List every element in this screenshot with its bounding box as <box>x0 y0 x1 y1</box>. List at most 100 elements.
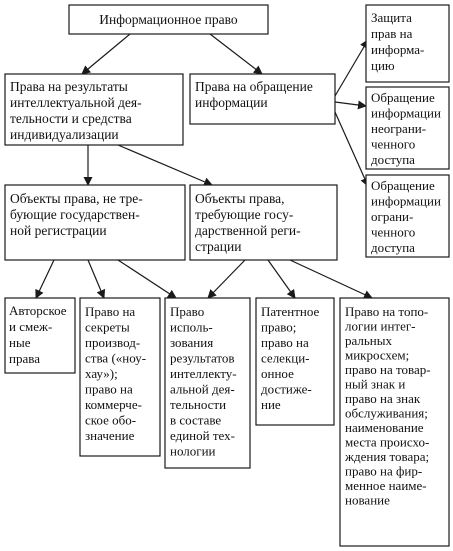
arrow-left-to-reg <box>117 144 213 187</box>
node-box <box>365 174 450 258</box>
text-line: доступа <box>371 240 415 255</box>
text-line: единой тех- <box>170 428 235 443</box>
arrow-noreg-to-author <box>35 259 55 299</box>
connectors <box>35 33 373 299</box>
node-text: Право исполь- зования результатов интелл… <box>170 304 240 459</box>
node-text: Обращение информации неограни- ченного д… <box>371 90 444 167</box>
text-line: информации <box>195 95 268 110</box>
text-line: ченного <box>371 225 415 240</box>
text-line: Патентное <box>261 304 320 319</box>
node-text: Права на обращение информации <box>195 79 316 110</box>
text-line: секреты <box>85 320 130 335</box>
text-line: неограни- <box>371 121 426 136</box>
node-box <box>365 86 450 170</box>
text-line: ждения товара; <box>344 449 429 464</box>
text-line: Объекты права, не тре- <box>10 191 143 206</box>
text-line: ральных <box>345 333 392 348</box>
node-trade-secrets-and-commercial-designation: Право на секреты производ- ства («ноу- х… <box>79 297 161 457</box>
text-line: коммерче- <box>85 397 142 412</box>
text-line: прав на <box>371 26 413 41</box>
text-line: интеллектуальной дея- <box>10 95 142 110</box>
text-line: страции <box>195 239 241 254</box>
arrow-root-to-left <box>81 33 131 75</box>
node-information-law: Информационное право <box>68 4 269 35</box>
arrow-root-to-right <box>209 33 263 75</box>
text-line: достиже- <box>261 382 312 397</box>
node-text: Патентное право; право на селекци- онное… <box>261 304 323 412</box>
node-topology-trademark-rights: Право на топо- логии интег- ральных микр… <box>339 297 450 547</box>
text-line: производ- <box>85 335 140 350</box>
text-line: хау»); <box>85 366 118 381</box>
text-line: места происхо- <box>345 435 429 450</box>
node-box <box>4 73 184 146</box>
node-text: Авторское и смеж- ные права <box>9 303 70 366</box>
node-box <box>164 297 251 469</box>
text-line: право на знак <box>345 391 421 406</box>
node-text: Права на результаты интеллектуальной дея… <box>10 79 145 142</box>
node-box <box>4 184 186 261</box>
node-box <box>189 184 338 261</box>
text-line: Информационное право <box>99 12 238 27</box>
node-text: Объекты права, требующие госу- дарственн… <box>195 191 304 254</box>
arrow-reg-to-unified <box>207 259 246 299</box>
arrow-right-to-open <box>334 100 367 110</box>
text-line: право; <box>261 320 296 335</box>
text-line: ское обо- <box>85 413 136 428</box>
text-line: альной дея- <box>170 382 235 397</box>
text-line: право на товар- <box>345 362 431 377</box>
text-line: индивидуализации <box>10 127 119 142</box>
text-line: значение <box>85 428 135 443</box>
text-line: селекци- <box>261 351 310 366</box>
node-text: Право на топо- логии интег- ральных микр… <box>344 304 434 508</box>
text-line: нологии <box>170 444 216 459</box>
text-line: Права на обращение <box>195 79 313 94</box>
text-line: Обращение <box>371 178 435 193</box>
node-box <box>189 73 336 125</box>
node-unified-technology-rights: Право исполь- зования результатов интелл… <box>164 297 251 469</box>
text-line: право на <box>85 382 133 397</box>
text-line: ние <box>261 397 281 412</box>
node-text: Информационное право <box>99 12 238 27</box>
text-line: права <box>9 351 40 366</box>
text-line: право на <box>261 335 309 350</box>
text-line: бующие государствен- <box>10 207 140 222</box>
text-line: Объекты права, <box>195 191 285 206</box>
text-line: микросхем; <box>345 348 409 363</box>
text-line: наименование <box>345 420 424 435</box>
text-line: Авторское <box>9 303 67 318</box>
text-line: доступа <box>371 152 415 167</box>
node-box <box>339 297 450 547</box>
text-line: цию <box>371 58 395 73</box>
node-box <box>4 297 76 374</box>
node-objects-without-registration: Объекты права, не тре- бующие государств… <box>4 184 186 261</box>
text-line: логии интег- <box>345 319 416 334</box>
text-line: Права на результаты <box>10 79 128 94</box>
text-line: информации <box>371 106 441 121</box>
text-line: обслуживания; <box>345 406 428 421</box>
text-line: дарственной реги- <box>195 223 301 238</box>
node-box <box>79 297 161 457</box>
text-line: право на фир- <box>345 464 422 479</box>
text-line: ченного <box>371 137 415 152</box>
text-line: результатов <box>170 351 235 366</box>
text-line: тельности <box>170 397 226 412</box>
arrow-reg-to-patent <box>267 259 296 299</box>
text-line: ные <box>9 335 31 350</box>
arrow-right-to-protection <box>334 39 369 97</box>
text-line: Право <box>170 304 204 319</box>
text-line: Защита <box>371 10 412 25</box>
text-line: информа- <box>371 42 424 57</box>
text-line: ства («ноу- <box>85 351 146 366</box>
arrow-right-to-restricted <box>334 111 369 187</box>
node-box <box>68 4 269 35</box>
node-box <box>365 4 450 83</box>
node-copyright-and-related-rights: Авторское и смеж- ные права <box>4 297 76 374</box>
arrow-noreg-to-secrets <box>87 259 106 299</box>
text-line: ограни- <box>371 209 413 224</box>
text-line: нование <box>345 493 390 508</box>
node-text: Право на секреты производ- ства («ноу- х… <box>85 304 149 443</box>
text-line: интеллекту- <box>170 366 237 381</box>
text-line: исполь- <box>170 320 213 335</box>
text-line: Обращение <box>371 90 435 105</box>
